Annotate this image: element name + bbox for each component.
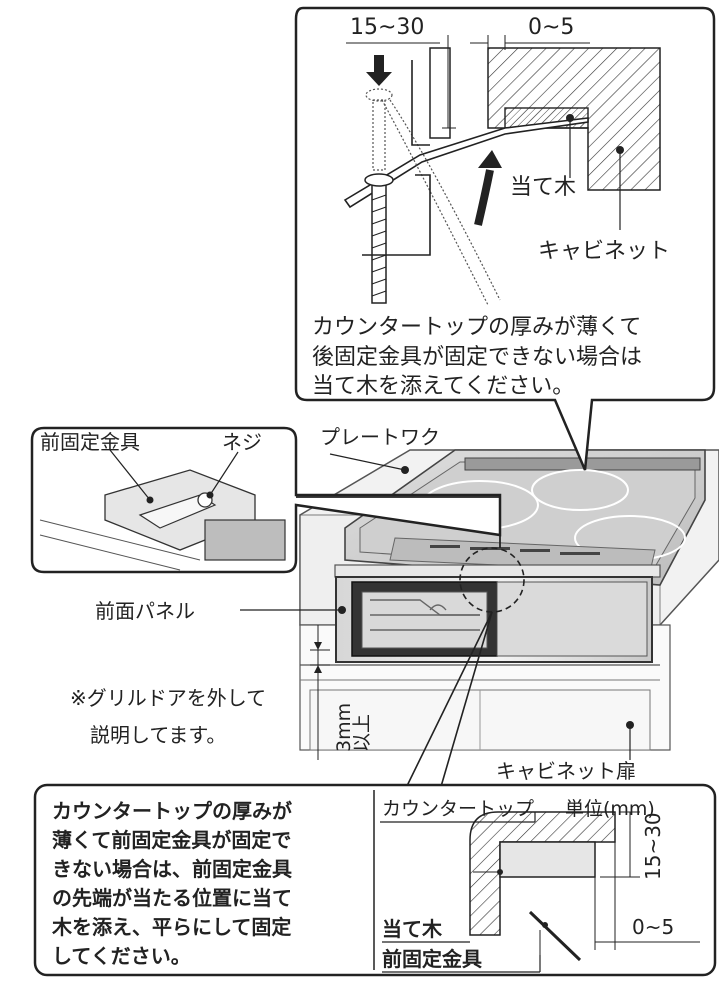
top-note-line1: カウンタートップの厚みが薄くて [312, 315, 641, 340]
bottom-label-bracket: 前固定金具 [382, 947, 482, 971]
top-label-wood: 当て木 [510, 175, 576, 200]
top-dim-left: 15~30 [350, 15, 424, 40]
left-label-screw: ネジ [222, 430, 262, 454]
label-plate-work: プレートワク [320, 425, 440, 449]
top-label-cabinet: キャビネット [538, 239, 670, 264]
bottom-label-wood: 当て木 [382, 917, 443, 941]
bottom-text-line4: の先端が当たる位置に当て [52, 886, 292, 910]
gap-suffix: 以上 [351, 714, 373, 752]
left-callout: 前固定金具 ネジ [30, 426, 502, 574]
top-callout: 15~30 0~5 当て木 キャビネット カウンタートップの厚みが薄くて 後固定… [294, 6, 716, 471]
bottom-text-line2: 薄くて前固定金具が固定で [52, 828, 291, 852]
bottom-text-line3: きない場合は、前固定金具 [52, 857, 292, 881]
bottom-text-line6: してください。 [52, 944, 191, 968]
bottom-dim-horizontal: 0~5 [632, 915, 674, 939]
cooktop-illustration [299, 449, 719, 791]
top-note-line3: 当て木を添えてください。 [312, 374, 574, 399]
bottom-label-countertop: カウンタートップ [382, 798, 534, 820]
top-note-line2: 後固定金具が固定できない場合は [312, 345, 642, 370]
bottom-dim-vertical: 15~30 [641, 812, 665, 880]
bottom-text-line5: 木を添え、平らにして固定 [51, 915, 291, 939]
top-dim-right: 0~5 [528, 15, 574, 40]
bottom-unit-label: 単位(mm) [565, 798, 655, 820]
note-line1: ※グリルドアを外して [70, 686, 266, 710]
bottom-text-line1: カウンタートップの厚みが [52, 799, 292, 823]
main-labels: プレートワク 前面パネル ※グリルドアを外して 説明してます。 3mm 以上 キ… [70, 425, 636, 783]
bottom-callout: カウンタートップの厚みが 薄くて前固定金具が固定で きない場合は、前固定金具 の… [33, 783, 717, 977]
gap-value: 3mm [333, 703, 355, 752]
left-label-bracket: 前固定金具 [40, 430, 140, 454]
label-cabinet-door: キャビネット扉 [496, 759, 636, 783]
note-line2: 説明してます。 [90, 723, 226, 747]
label-front-panel: 前面パネル [95, 599, 195, 623]
